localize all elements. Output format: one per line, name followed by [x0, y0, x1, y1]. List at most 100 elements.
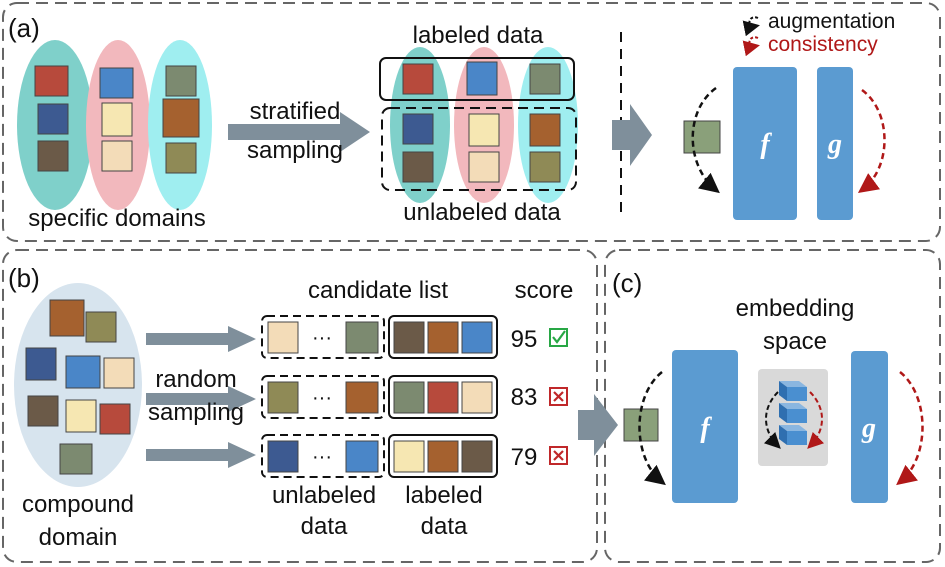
- image-thumbnail: [402, 151, 434, 183]
- image-thumbnail: [101, 140, 133, 172]
- consistency-legend-text: consistency: [768, 33, 878, 56]
- sampling-label: sampling: [247, 137, 343, 164]
- image-thumbnail: [393, 381, 425, 414]
- unlabeled-candidates-box: [261, 375, 385, 419]
- augmentation-arrow: [691, 86, 720, 194]
- sampling-label-b: sampling: [148, 399, 244, 426]
- image-thumbnail: [468, 113, 500, 147]
- consistency-arrow: [896, 371, 924, 486]
- image-thumbnail: [427, 321, 459, 354]
- cross-icon: [549, 446, 568, 465]
- unlabeled-candidates-box: [261, 434, 385, 478]
- input-image: [683, 120, 721, 154]
- consistency-arrow: [857, 88, 886, 193]
- projector-g-block: [817, 67, 853, 220]
- specific-domains-caption: specific domains: [28, 205, 205, 232]
- image-thumbnail: [529, 151, 561, 183]
- panel-a-frame: [2, 2, 941, 242]
- image-thumbnail: [34, 65, 69, 97]
- ellipsis: ···: [312, 327, 332, 349]
- stratified-sampling-arrow: [228, 112, 370, 152]
- check-icon: [549, 328, 568, 347]
- image-thumbnail: [25, 347, 57, 381]
- panel-c-frame: [604, 249, 941, 563]
- encoder-f-block: [672, 350, 738, 503]
- candidate-list-header: candidate list: [308, 277, 448, 304]
- score-value: 79: [511, 444, 538, 471]
- panel-c-label: (c): [612, 268, 642, 298]
- labeled-candidates-box: [388, 375, 498, 419]
- image-thumbnail: [65, 355, 101, 389]
- labeled-data-box: [379, 57, 575, 101]
- unlabeled-data-box: [381, 107, 577, 191]
- image-thumbnail: [393, 321, 425, 354]
- image-thumbnail: [461, 321, 493, 354]
- encoder-f-label: f: [760, 129, 772, 160]
- image-thumbnail: [345, 381, 379, 414]
- domain-label: domain: [39, 524, 118, 551]
- random-label: random: [155, 366, 236, 393]
- unlabeled-data-caption: unlabeled data: [403, 199, 561, 226]
- score-header: score: [515, 277, 574, 304]
- sampling-arrow-3: [146, 442, 256, 468]
- labeled-data-caption: labeled data: [413, 22, 544, 49]
- labeled-data-label: data: [421, 513, 468, 540]
- panel-a-label: (a): [8, 13, 40, 43]
- score-value: 83: [511, 384, 538, 411]
- projector-g-label: g: [827, 129, 842, 160]
- encoder-f-label: f: [700, 413, 712, 444]
- image-thumbnail: [345, 440, 379, 473]
- score-value: 95: [511, 326, 538, 353]
- projector-g-label: g: [861, 413, 876, 444]
- image-thumbnail: [37, 140, 69, 172]
- labeled-candidates-box: [388, 434, 498, 478]
- image-thumbnail: [27, 395, 59, 427]
- unlabeled-data-label: data: [301, 513, 348, 540]
- panel-b-label: (b): [8, 263, 40, 293]
- image-thumbnail: [65, 399, 97, 433]
- image-thumbnail: [165, 142, 197, 174]
- image-thumbnail: [37, 103, 69, 135]
- unlabeled-candidates-box: [261, 315, 385, 359]
- image-thumbnail: [85, 311, 117, 343]
- panel-bc-arrow: [578, 394, 618, 456]
- cross-icon: [549, 387, 568, 406]
- image-thumbnail: [393, 440, 425, 473]
- image-thumbnail: [99, 67, 134, 99]
- image-thumbnail: [162, 98, 200, 138]
- image-thumbnail: [529, 113, 561, 147]
- image-thumbnail: [461, 381, 493, 414]
- image-thumbnail: [468, 151, 500, 183]
- encoder-f-block: [733, 67, 797, 220]
- augmentation-legend-text: augmentation: [768, 10, 895, 33]
- unlabeled-label: unlabeled: [272, 482, 376, 509]
- image-thumbnail: [99, 403, 131, 435]
- consistency-legend-icon: [742, 36, 760, 57]
- image-thumbnail: [345, 321, 379, 354]
- labeled-candidates-box: [388, 315, 498, 359]
- embedding-cubes-icon: [779, 381, 807, 445]
- embedding-label: embedding: [736, 295, 855, 322]
- ellipsis: ···: [312, 446, 332, 468]
- compound-label: compound: [22, 491, 134, 518]
- image-thumbnail: [267, 440, 299, 473]
- image-thumbnail: [59, 443, 93, 475]
- image-thumbnail: [427, 440, 459, 473]
- augmentation-legend-icon: [742, 16, 760, 37]
- image-thumbnail: [466, 61, 498, 96]
- augmentation-arrow: [638, 371, 666, 486]
- sampling-arrow-1: [146, 326, 256, 352]
- ellipsis: ···: [312, 387, 332, 409]
- image-thumbnail: [103, 357, 135, 389]
- labeled-label: labeled: [405, 482, 482, 509]
- image-thumbnail: [49, 299, 85, 337]
- image-thumbnail: [267, 381, 299, 414]
- image-thumbnail: [461, 440, 493, 473]
- sampling-arrow-2: [146, 386, 256, 412]
- image-thumbnail: [101, 102, 133, 137]
- image-thumbnail: [402, 113, 434, 145]
- image-thumbnail: [402, 63, 434, 95]
- image-thumbnail: [165, 65, 197, 97]
- model-input-arrow: [612, 104, 652, 166]
